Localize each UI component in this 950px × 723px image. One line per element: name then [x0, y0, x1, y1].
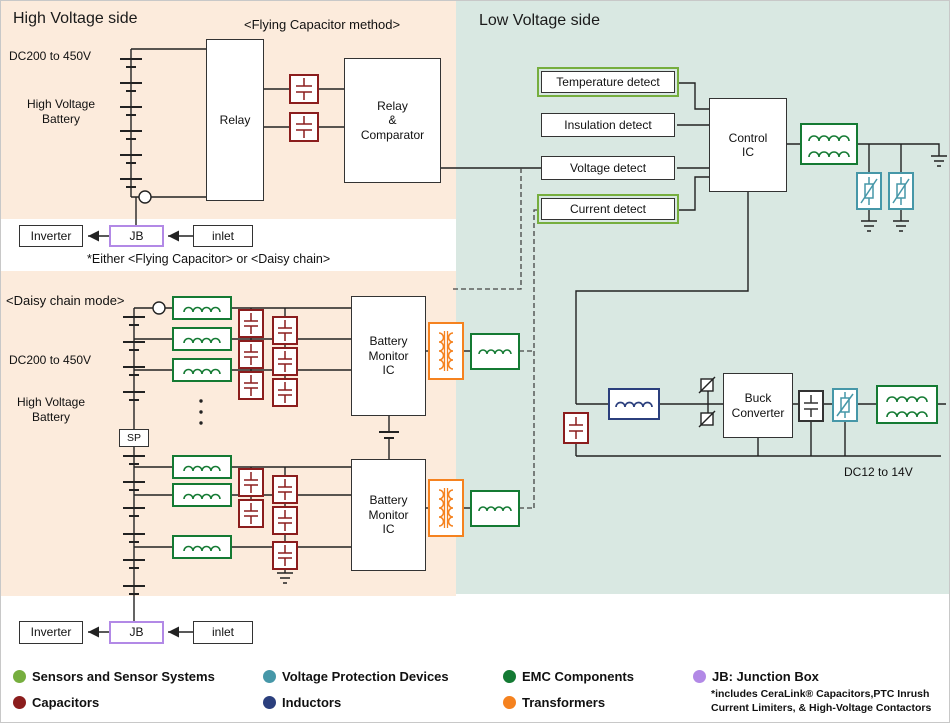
lv-region	[456, 1, 949, 594]
either-note: *Either <Flying Capacitor> or <Daisy cha…	[87, 252, 331, 266]
temperature-detect-label: Temperature detect	[541, 71, 675, 93]
relay-comparator-box: Relay & Comparator	[344, 58, 441, 183]
mid-battery-symbol	[379, 431, 399, 439]
sp-box: SP	[119, 429, 149, 447]
capacitor-icon	[272, 378, 298, 407]
voltage-protection-icon	[888, 172, 914, 210]
hv-side-title: High Voltage side	[13, 10, 138, 27]
legend-note: *includes CeraLink® Capacitors,PTC Inrus…	[711, 688, 932, 714]
flow-arrows	[88, 230, 193, 638]
legend-label-sensors: Sensors and Sensor Systems	[32, 669, 215, 684]
legend-label-emc: EMC Components	[522, 669, 634, 684]
inlet-box-bottom: inlet	[193, 621, 253, 644]
emc-filter-icon	[470, 490, 520, 527]
legend-label-protection: Voltage Protection Devices	[282, 669, 449, 684]
legend-dot-protection	[263, 670, 276, 683]
emc-coil-icon	[172, 358, 232, 382]
emc-filter-icon	[876, 385, 938, 424]
ellipsis-dots	[199, 399, 203, 425]
emc-coil-icon	[172, 296, 232, 320]
voltage-detect-box: Voltage detect	[541, 156, 675, 180]
jb-box-top: JB	[109, 225, 164, 247]
legend-sensors: Sensors and Sensor Systems	[13, 669, 215, 684]
capacitor-icon	[798, 390, 824, 422]
inverter-box-bottom: Inverter	[19, 621, 83, 644]
hv-voltage-label-top: DC200 to 450V	[9, 49, 92, 63]
capacitor-icon	[238, 371, 264, 400]
switch-transistor-icons	[698, 376, 716, 428]
hv-battery-symbol-top	[120, 58, 142, 188]
lv-output-voltage-label: DC12 to 14V	[844, 465, 913, 479]
flying-capacitor-label: <Flying Capacitor method>	[244, 17, 401, 32]
inverter-box-top: Inverter	[19, 225, 83, 247]
hv-battery-label-bottom: High Voltage Battery	[16, 395, 86, 424]
legend-dot-jb	[693, 670, 706, 683]
daisy-chain-label: <Daisy chain mode>	[6, 293, 125, 308]
inlet-box-top: inlet	[193, 225, 253, 247]
emc-filter-icon	[800, 123, 858, 165]
legend-dot-inductors	[263, 696, 276, 709]
legend-dot-emc	[503, 670, 516, 683]
legend-label-jb: JB: Junction Box	[712, 669, 819, 684]
voltage-protection-icon	[832, 388, 858, 422]
capacitor-icon	[238, 499, 264, 528]
capacitor-icon	[238, 309, 264, 338]
capacitor-icon	[238, 340, 264, 369]
lv-side-title: Low Voltage side	[479, 12, 600, 29]
current-sensor-icon	[138, 190, 152, 204]
inductor-icon	[608, 388, 660, 420]
emc-coil-icon	[172, 327, 232, 351]
hv-battery-symbol-bottom	[123, 316, 145, 595]
ground-icons	[277, 155, 947, 584]
legend-emc: EMC Components	[503, 669, 634, 684]
capacitor-icon	[272, 347, 298, 376]
emc-coil-icon	[172, 483, 232, 507]
emc-coil-icon	[172, 455, 232, 479]
legend-inductors: Inductors	[263, 695, 341, 710]
legend-transformers: Transformers	[503, 695, 605, 710]
relay-box: Relay	[206, 39, 264, 201]
legend-dot-transformers	[503, 696, 516, 709]
capacitor-icon	[272, 506, 298, 535]
capacitor-icon	[563, 412, 589, 444]
legend-capacitors: Capacitors	[13, 695, 99, 710]
battery-monitor-ic-1: Battery Monitor IC	[351, 296, 426, 416]
capacitor-icon	[238, 468, 264, 497]
temperature-detect-box: Temperature detect	[537, 67, 679, 97]
emc-coil-icon	[172, 535, 232, 559]
capacitor-icon	[272, 316, 298, 345]
legend-jb: JB: Junction Box	[693, 669, 819, 684]
jb-box-bottom: JB	[109, 621, 164, 644]
transformer-icon	[428, 479, 464, 537]
buck-converter-box: Buck Converter	[723, 373, 793, 438]
legend-label-inductors: Inductors	[282, 695, 342, 710]
legend-protection: Voltage Protection Devices	[263, 669, 449, 684]
current-sensor-icon	[152, 301, 166, 315]
voltage-protection-icon	[856, 172, 882, 210]
hv-voltage-label-bottom: DC200 to 450V	[9, 353, 92, 367]
legend-dot-sensors	[13, 670, 26, 683]
emc-filter-icon	[470, 333, 520, 370]
control-ic-box: Control IC	[709, 98, 787, 192]
capacitor-icon	[289, 112, 319, 142]
current-detect-label: Current detect	[541, 198, 675, 220]
capacitor-icon	[272, 475, 298, 504]
current-detect-box: Current detect	[537, 194, 679, 224]
dashed-links	[451, 168, 537, 509]
legend-label-transformers: Transformers	[522, 695, 606, 710]
legend-dot-capacitors	[13, 696, 26, 709]
insulation-detect-box: Insulation detect	[541, 113, 675, 137]
battery-monitor-ic-2: Battery Monitor IC	[351, 459, 426, 571]
hv-battery-label-top: High Voltage Battery	[26, 97, 96, 126]
transformer-icon	[428, 322, 464, 380]
legend-label-capacitors: Capacitors	[32, 695, 100, 710]
capacitor-icon	[289, 74, 319, 104]
capacitor-icon	[272, 541, 298, 570]
